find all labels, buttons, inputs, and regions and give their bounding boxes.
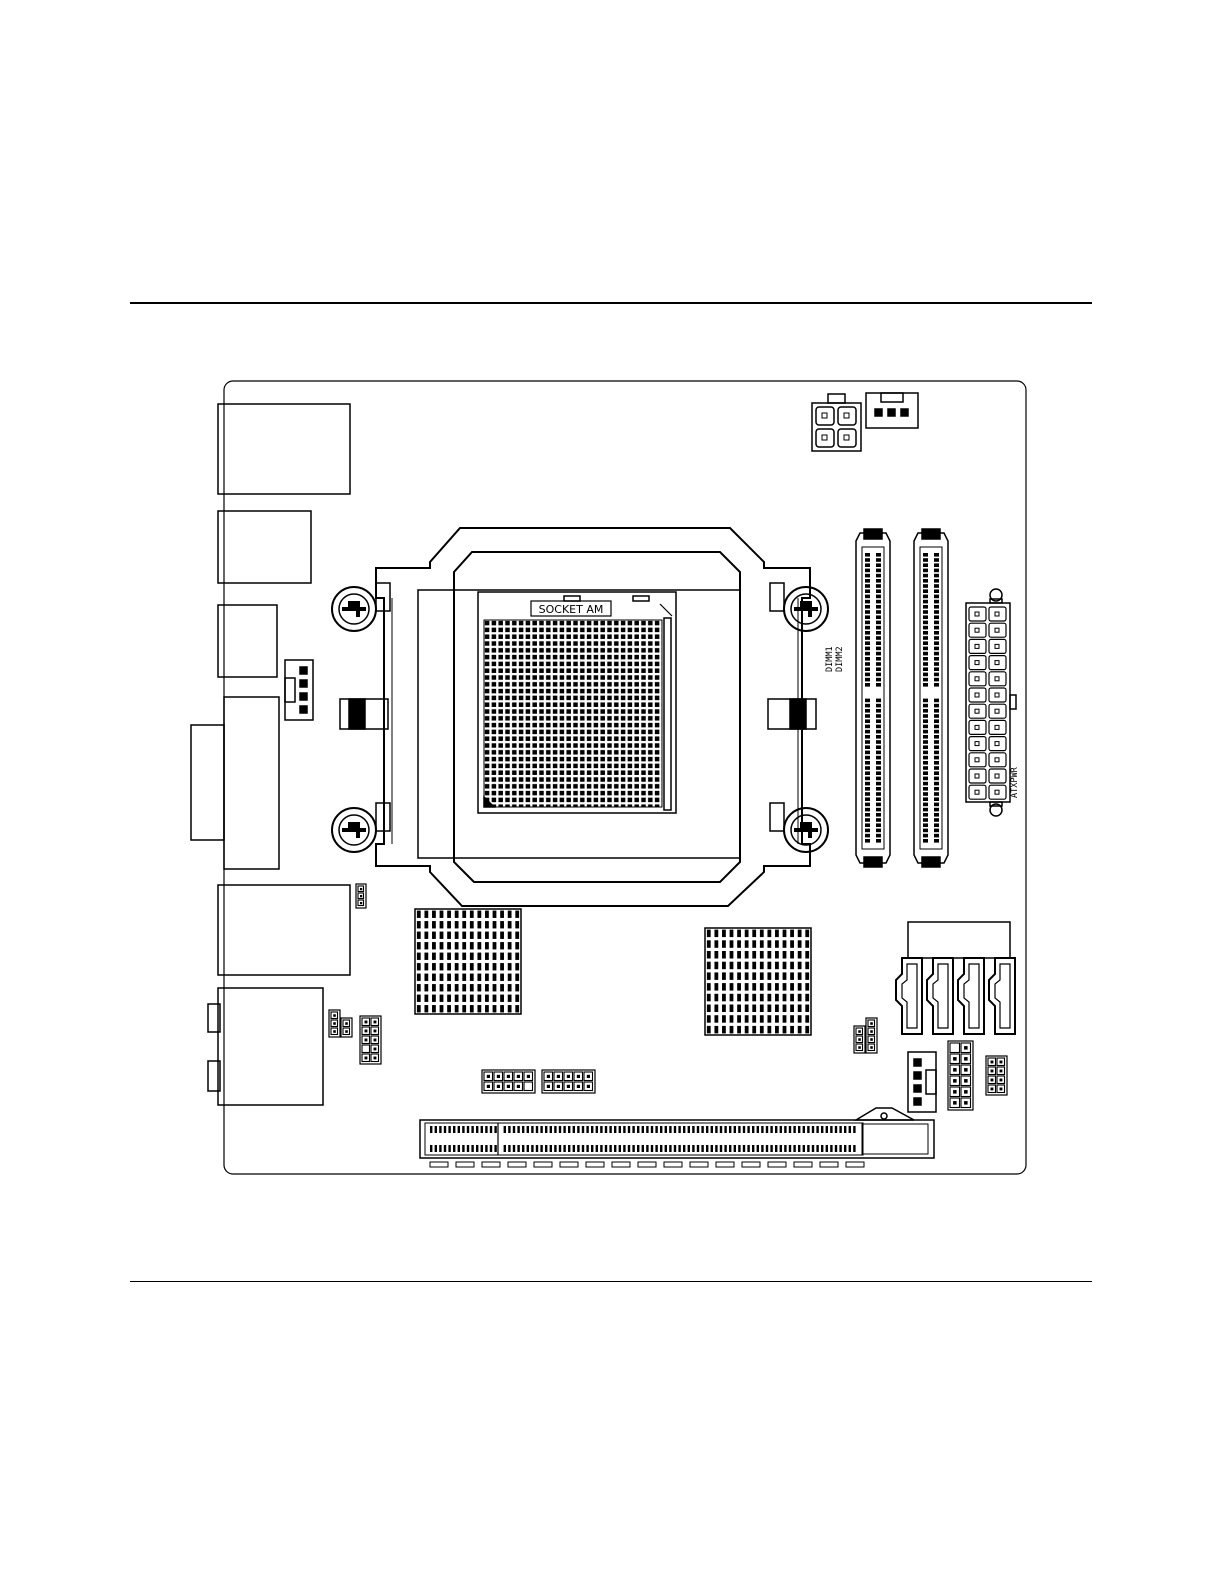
pin-headers [329, 884, 1007, 1110]
sata-port-housing [908, 922, 1010, 958]
heatsink-left [415, 909, 521, 1014]
pcie-x16-slot [420, 1108, 934, 1158]
cpu-power-connector [812, 394, 861, 451]
screw-top-left [332, 583, 390, 631]
audio-port-body [218, 988, 323, 1105]
io-port-5 [218, 885, 350, 975]
screw-top-right [770, 583, 828, 631]
vga-port-body [224, 697, 279, 869]
fan-header-top [866, 393, 918, 428]
atx-power-connector [966, 589, 1016, 816]
screw-bottom-right [770, 803, 828, 852]
io-port-2 [218, 511, 311, 583]
dimm2-label: DIMM2 [835, 646, 845, 672]
rear-io-ports [191, 404, 350, 1105]
dimm1-label: DIMM1 [825, 646, 835, 672]
board-edge-tabs [430, 1162, 864, 1167]
heatsink-right [705, 928, 811, 1035]
sata-ports [896, 922, 1015, 1034]
socket-pin-field [484, 620, 662, 807]
bracket-clip-right [768, 699, 816, 729]
fan-header-left [285, 660, 313, 720]
fan-header-bottom [908, 1052, 936, 1112]
socket-lever [664, 618, 671, 810]
dimm-slot-2 [914, 529, 948, 867]
vga-port-flange [191, 725, 224, 840]
cpu-socket: SOCKET AM [478, 592, 676, 813]
dimm-slot-1 [856, 529, 890, 867]
atx-power-label: ATXPWR [1010, 766, 1020, 798]
io-port-3 [218, 605, 277, 677]
io-port-1 [218, 404, 350, 494]
socket-label: SOCKET AM [539, 603, 604, 616]
bracket-clip-left [340, 699, 388, 729]
